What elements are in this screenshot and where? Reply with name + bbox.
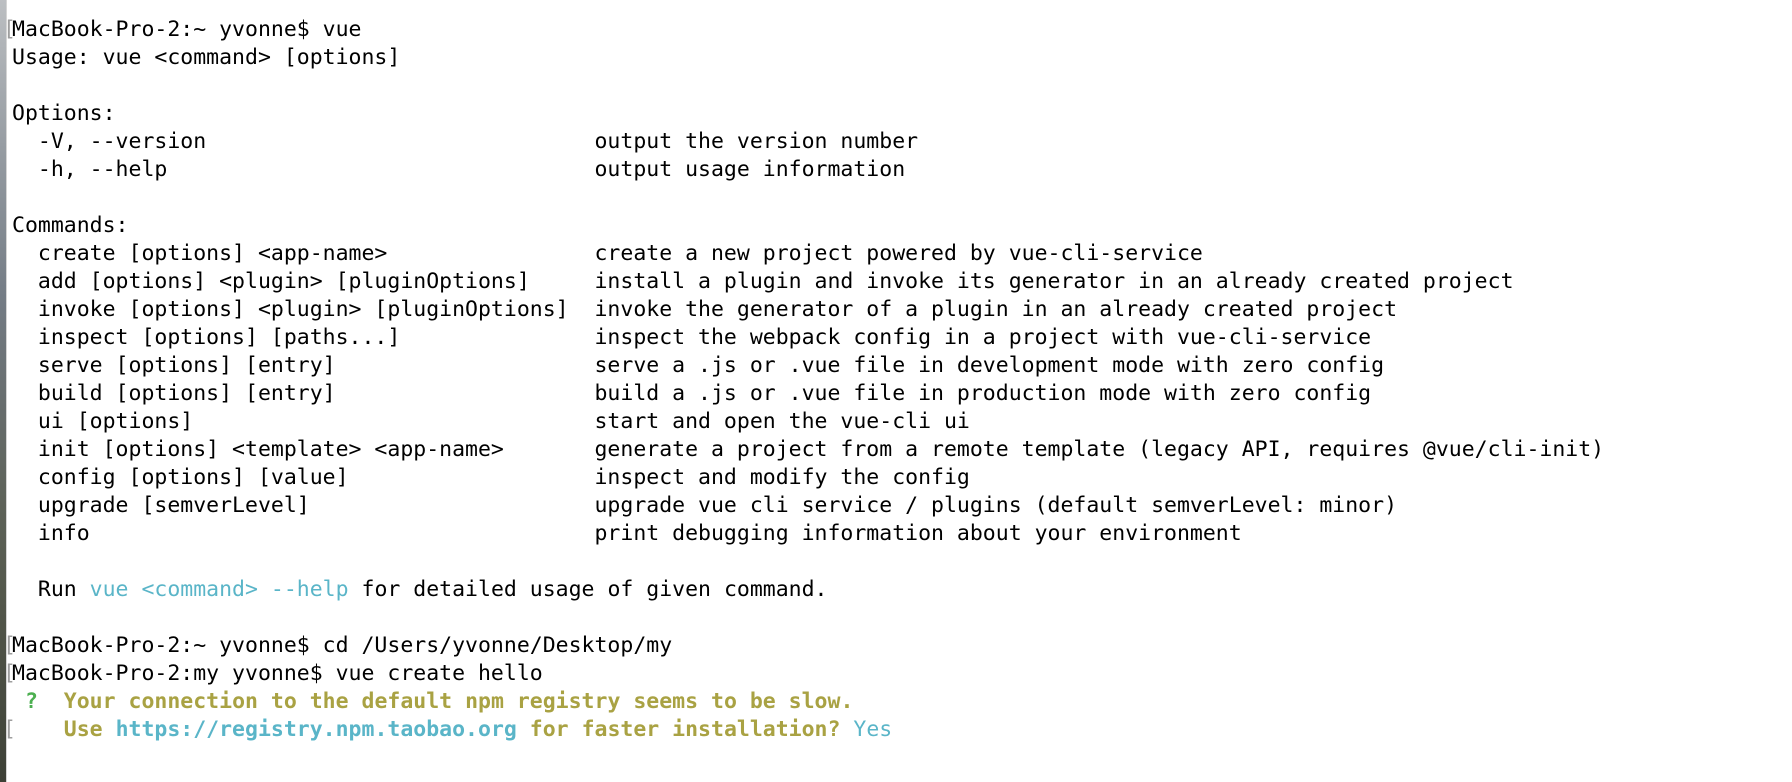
terminal-line: [MacBook-Pro-2:~ yvonne$ cd /Users/yvonn… [3,632,1784,660]
text-segment: create [options] <app-name> create a new… [12,241,1203,266]
text-segment: inspect [options] [paths...] inspect the… [12,325,1372,350]
terminal-line: init [options] <template> <app-name> gen… [12,436,1784,464]
text-segment: Use [63,717,116,742]
terminal-line: inspect [options] [paths...] inspect the… [12,324,1784,352]
terminal-line [12,604,1784,632]
text-segment: Options: [12,101,116,126]
terminal-line: Run vue <command> --help for detailed us… [12,576,1784,604]
shell-mark-icon: [ [3,633,16,658]
text-segment: MacBook-Pro-2:~ yvonne$ cd /Users/yvonne… [12,633,673,658]
text-segment [12,717,64,742]
text-segment: https://registry.npm.taobao.org [115,717,517,742]
text-segment: invoke [options] <plugin> [pluginOptions… [12,297,1398,322]
text-segment: MacBook-Pro-2:~ yvonne$ vue [12,17,362,42]
terminal-line: [MacBook-Pro-2:my yvonne$ vue create hel… [3,660,1784,688]
terminal-line: invoke [options] <plugin> [pluginOptions… [12,296,1784,324]
text-segment: config [options] [value] inspect and mod… [12,465,970,490]
text-segment: init [options] <template> <app-name> gen… [12,437,1605,462]
terminal-line: [ Use https://registry.npm.taobao.org fo… [3,716,1784,744]
text-segment: Your connection to the default npm regis… [63,689,854,714]
text-segment: Usage: vue <command> [options] [12,45,401,70]
terminal-line: Options: [12,100,1784,128]
text-segment: add [options] <plugin> [pluginOptions] i… [12,269,1514,294]
text-segment: vue <command> --help [89,577,349,602]
terminal-line: create [options] <app-name> create a new… [12,240,1784,268]
shell-mark-icon: [ [3,17,16,42]
terminal-line: -V, --version output the version number [12,128,1784,156]
text-segment: Commands: [12,213,129,238]
terminal-line: [MacBook-Pro-2:~ yvonne$ vue [3,16,1784,44]
text-segment: info print debugging information about y… [12,521,1242,546]
terminal-line: build [options] [entry] build a .js or .… [12,380,1784,408]
terminal-line [12,548,1784,576]
terminal-line: ? Your connection to the default npm reg… [12,688,1784,716]
text-segment: -V, --version output the version number [12,129,919,154]
text-segment: for faster installation? [516,717,854,742]
terminal-line: Usage: vue <command> [options] [12,44,1784,72]
text-segment: Run [12,577,90,602]
text-segment [38,689,64,714]
terminal-line: -h, --help output usage information [12,156,1784,184]
text-segment [12,689,25,714]
text-segment: MacBook-Pro-2:my yvonne$ vue create hell… [12,661,543,686]
shell-mark-icon: [ [3,661,16,686]
terminal-line: info print debugging information about y… [12,520,1784,548]
text-segment: for detailed usage of given command. [348,577,828,602]
text-segment: serve [options] [entry] serve a .js or .… [12,353,1385,378]
terminal-line: serve [options] [entry] serve a .js or .… [12,352,1784,380]
shell-mark-icon: [ [3,717,16,742]
terminal-line [12,72,1784,100]
text-segment: upgrade [semverLevel] upgrade vue cli se… [12,493,1398,518]
terminal-line: upgrade [semverLevel] upgrade vue cli se… [12,492,1784,520]
text-segment: -h, --help output usage information [12,157,906,182]
text-segment: ui [options] start and open the vue-cli … [12,409,970,434]
text-segment: Yes [853,717,893,742]
terminal-line: ui [options] start and open the vue-cli … [12,408,1784,436]
terminal-line [12,184,1784,212]
terminal-line: add [options] <plugin> [pluginOptions] i… [12,268,1784,296]
terminal-line: config [options] [value] inspect and mod… [12,464,1784,492]
text-segment: build [options] [entry] build a .js or .… [12,381,1372,406]
text-segment: ? [24,689,38,714]
terminal-line: Commands: [12,212,1784,240]
desktop-edge [0,0,7,782]
